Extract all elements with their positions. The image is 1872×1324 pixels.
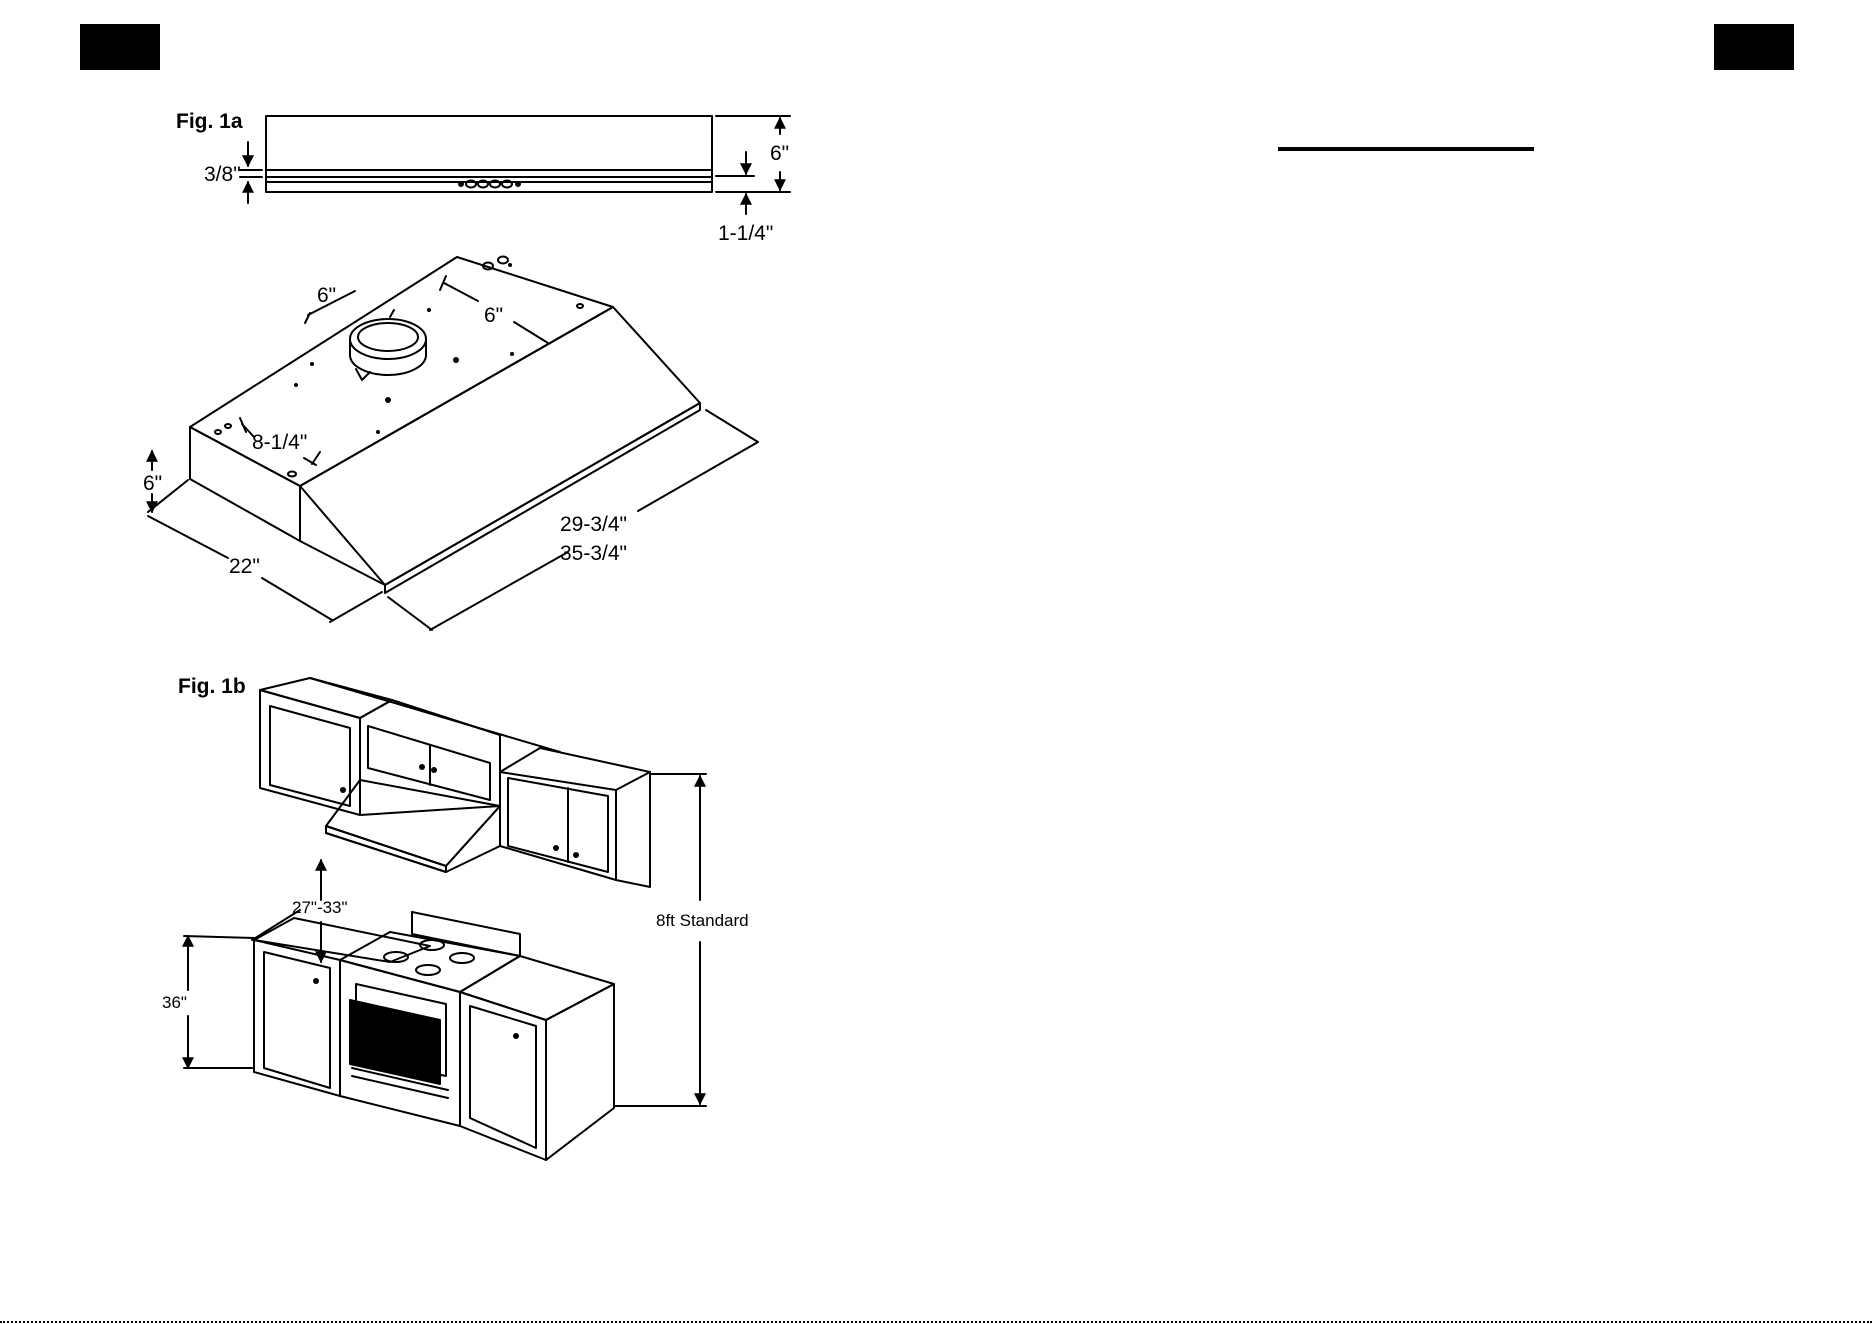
dim-ceiling-label: 8ft Standard	[656, 911, 749, 930]
dim-duct-right-label: 6"	[484, 304, 503, 327]
range-hood	[326, 780, 500, 872]
hood-isometric-view: 6" 6" 8-1/4" 6" 22" 29-3/4" 35-3/4"	[143, 257, 758, 631]
dim-duct-left-label: 6"	[317, 284, 336, 307]
fig-1a-label: Fig. 1a	[176, 110, 243, 133]
dim-trim-label: 3/8"	[204, 163, 241, 186]
fig-1b-label: Fig. 1b	[178, 675, 246, 698]
dim-width-b-label: 35-3/4"	[560, 542, 627, 565]
dim-width-a-label: 29-3/4"	[560, 513, 627, 536]
dim-height-label: 6"	[770, 142, 789, 165]
fig-1b-kitchen-view: Fig. 1b	[162, 675, 749, 1160]
dim-clearance-label: 27"-33"	[292, 898, 348, 917]
dim-counter-label: 36"	[162, 993, 187, 1012]
dim-lip-label: 1-1/4"	[718, 222, 773, 245]
dim-keyhole-label: 8-1/4"	[252, 431, 307, 454]
dim-depth-label: 22"	[229, 555, 260, 578]
dim-iso-height-label: 6"	[143, 472, 162, 495]
fig-1a-front-view: Fig. 1a 3/8" 6" 1-1/4"	[176, 110, 790, 245]
lower-cabinets	[252, 910, 614, 1160]
